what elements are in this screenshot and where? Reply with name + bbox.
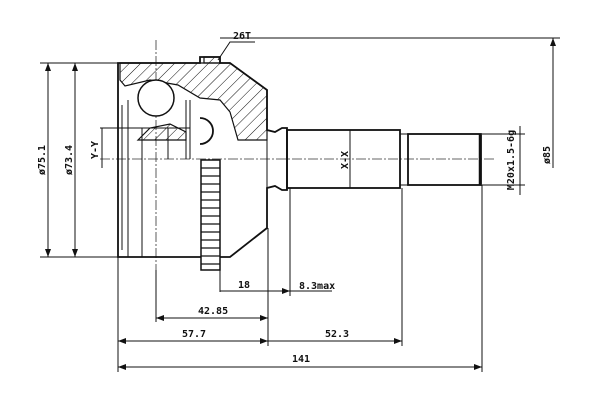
- joint-housing: [100, 56, 288, 258]
- spline-shaft: [286, 129, 482, 189]
- dim-52-3: 52.3: [325, 329, 349, 340]
- abs-ring: [200, 159, 221, 271]
- dim-dia-abs: ø85: [542, 146, 553, 164]
- dim-42-85: 42.85: [198, 306, 228, 317]
- teeth-label: 26T: [233, 31, 251, 42]
- section-xx-label: X-X: [340, 151, 351, 169]
- dim-18: 18: [238, 280, 250, 291]
- section-yy-label: Y-Y: [90, 141, 101, 159]
- thread-label: M20x1.5-6g: [506, 130, 517, 190]
- teeth-leader: [217, 41, 255, 61]
- dim-57-7: 57.7: [182, 329, 206, 340]
- dim-dia-outer: ø75.1: [37, 145, 48, 175]
- dim-8-3max: 8.3max: [299, 281, 335, 292]
- dim-141: 141: [292, 354, 310, 365]
- horizontal-dimensions: [117, 185, 483, 372]
- dim-dia-inner: ø73.4: [64, 145, 75, 175]
- vertical-dimensions: [40, 37, 560, 258]
